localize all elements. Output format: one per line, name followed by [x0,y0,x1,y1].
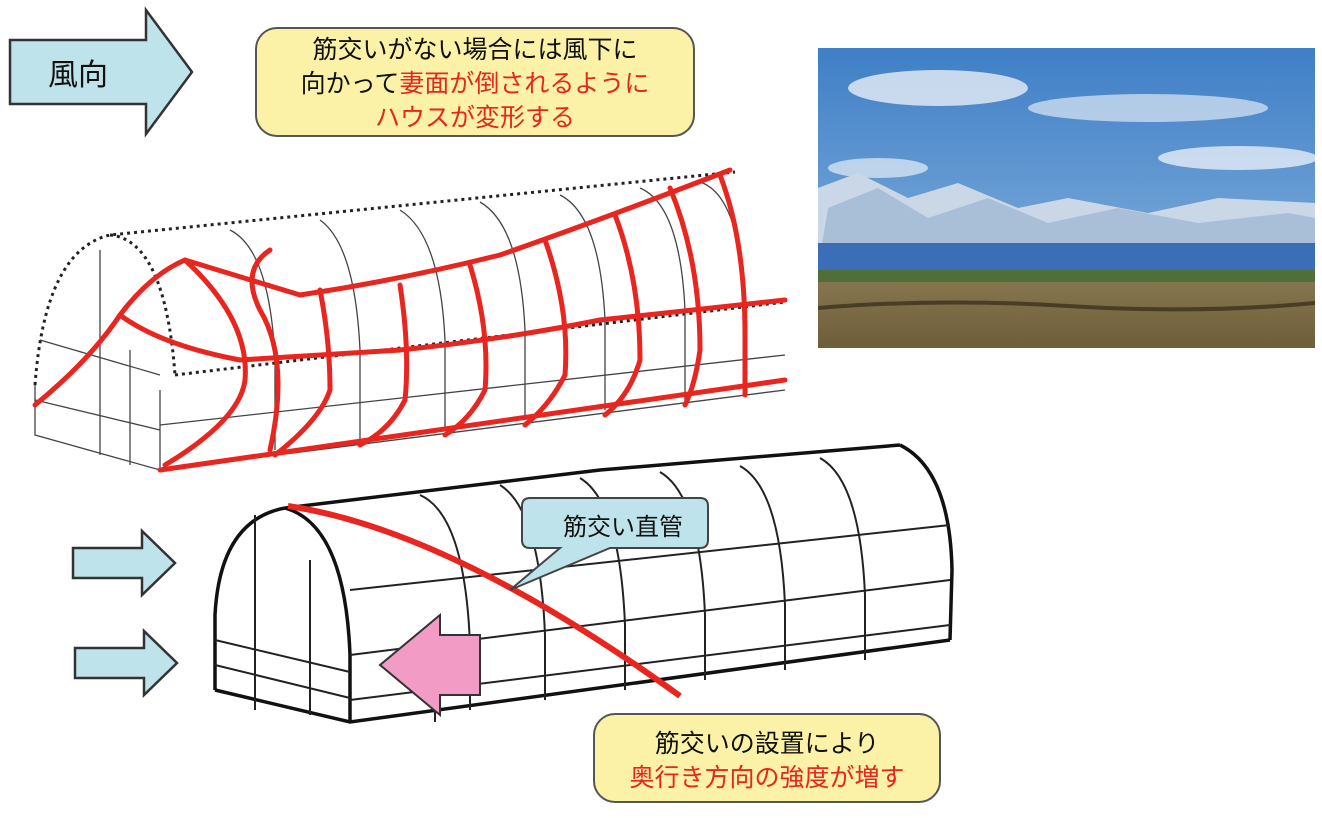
wind-arrow-lower [73,628,179,698]
deformation-callout-line2-black: 向かって [300,69,400,98]
deformation-callout-line2-red: 妻面が倒されるように [399,69,650,98]
deformation-callout-line1: 筋交いがない場合には風下に [312,35,638,64]
wind-direction-label: 風向 [48,58,108,93]
deformation-callout: 筋交いがない場合には風下に 向かって妻面が倒されるように ハウスが変形する [255,27,695,137]
deformed-greenhouse-diagram [32,167,788,473]
bracing-effect-callout-line2: 奥行き方向の強度が増す [629,763,905,792]
wind-arrow-upper [71,528,177,598]
brace-pipe-label: 筋交い直管 [563,513,683,541]
bracing-effect-callout-line1: 筋交いの設置により [654,729,880,758]
bracing-effect-callout: 筋交いの設置により 奥行き方向の強度が増す [593,713,941,803]
braced-greenhouse-diagram [213,443,954,724]
collapsed-greenhouse-photo [818,48,1315,348]
deformation-callout-line3: ハウスが変形する [374,103,575,132]
brace-pipe-bubble [509,497,709,591]
wind-direction-arrow [8,6,194,138]
